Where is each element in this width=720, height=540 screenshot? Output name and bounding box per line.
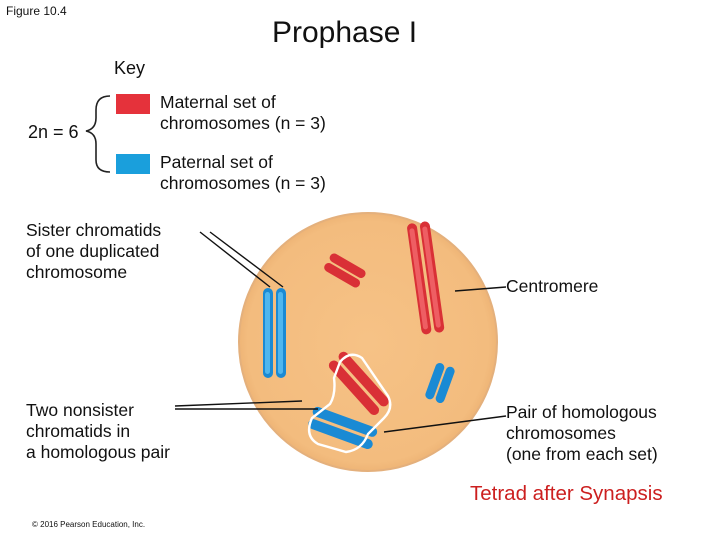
tetrad-red-pair bbox=[328, 351, 389, 416]
small-red-chromosome bbox=[324, 253, 366, 288]
key-brace bbox=[85, 95, 111, 173]
sister-chromatids-label: Sister chromatids of one duplicated chro… bbox=[26, 220, 162, 282]
tetrad-blue-pair bbox=[308, 406, 378, 449]
key-label: Key bbox=[114, 58, 146, 78]
copyright-notice: © 2016 Pearson Education, Inc. bbox=[32, 520, 146, 529]
paternal-key-text: Paternal set of chromosomes (n = 3) bbox=[160, 152, 326, 193]
paternal-swatch bbox=[116, 154, 150, 174]
page-title: Prophase I bbox=[272, 16, 418, 49]
tetrad-outline bbox=[307, 353, 392, 454]
ploidy-label: 2n = 6 bbox=[28, 122, 79, 142]
maternal-swatch bbox=[116, 94, 150, 114]
tall-red-chromosome bbox=[407, 221, 445, 335]
centromere-label: Centromere bbox=[506, 276, 599, 296]
nonsister-chromatids-label: Two nonsister chromatids in a homologous… bbox=[26, 400, 170, 462]
homologous-pair-label: Pair of homologous chromosomes (one from… bbox=[506, 402, 658, 464]
leader-lines bbox=[174, 231, 507, 433]
blue-sister-chromatids bbox=[263, 288, 286, 378]
figure-label: Figure 10.4 bbox=[6, 4, 67, 18]
maternal-key-text: Maternal set of chromosomes (n = 3) bbox=[160, 92, 326, 133]
small-blue-chromosome bbox=[425, 362, 455, 404]
tetrad-caption: Tetrad after Synapsis bbox=[470, 482, 663, 505]
